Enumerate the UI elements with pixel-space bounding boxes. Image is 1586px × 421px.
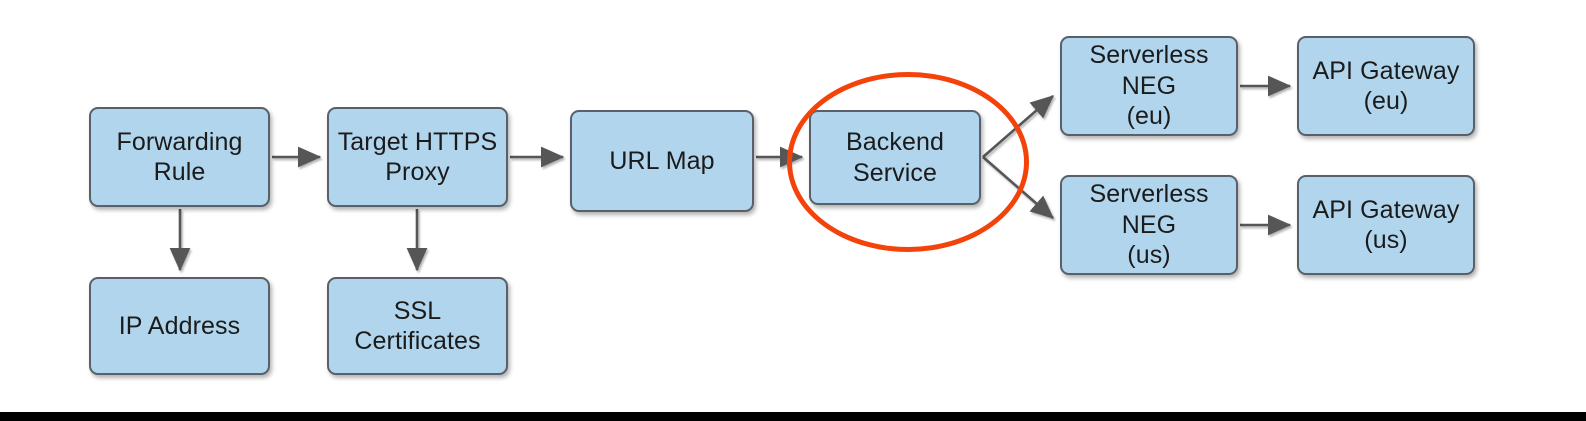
node-api-gateway-us[interactable]: API Gateway (us) [1297, 175, 1475, 275]
node-ip-address[interactable]: IP Address [89, 277, 270, 375]
node-url-map[interactable]: URL Map [570, 110, 754, 212]
node-serverless-neg-us[interactable]: Serverless NEG (us) [1060, 175, 1238, 275]
edge-backend-service-to-serverless-neg-eu [982, 95, 1054, 158]
node-target-https-proxy[interactable]: Target HTTPS Proxy [327, 107, 508, 207]
edge-backend-service-to-serverless-neg-us [982, 156, 1054, 219]
node-forwarding-rule[interactable]: Forwarding Rule [89, 107, 270, 207]
node-api-gateway-eu[interactable]: API Gateway (eu) [1297, 36, 1475, 136]
node-ssl-certificates[interactable]: SSL Certificates [327, 277, 508, 375]
bottom-bar [0, 412, 1586, 421]
node-serverless-neg-eu[interactable]: Serverless NEG (eu) [1060, 36, 1238, 136]
node-backend-service[interactable]: Backend Service [809, 110, 981, 205]
